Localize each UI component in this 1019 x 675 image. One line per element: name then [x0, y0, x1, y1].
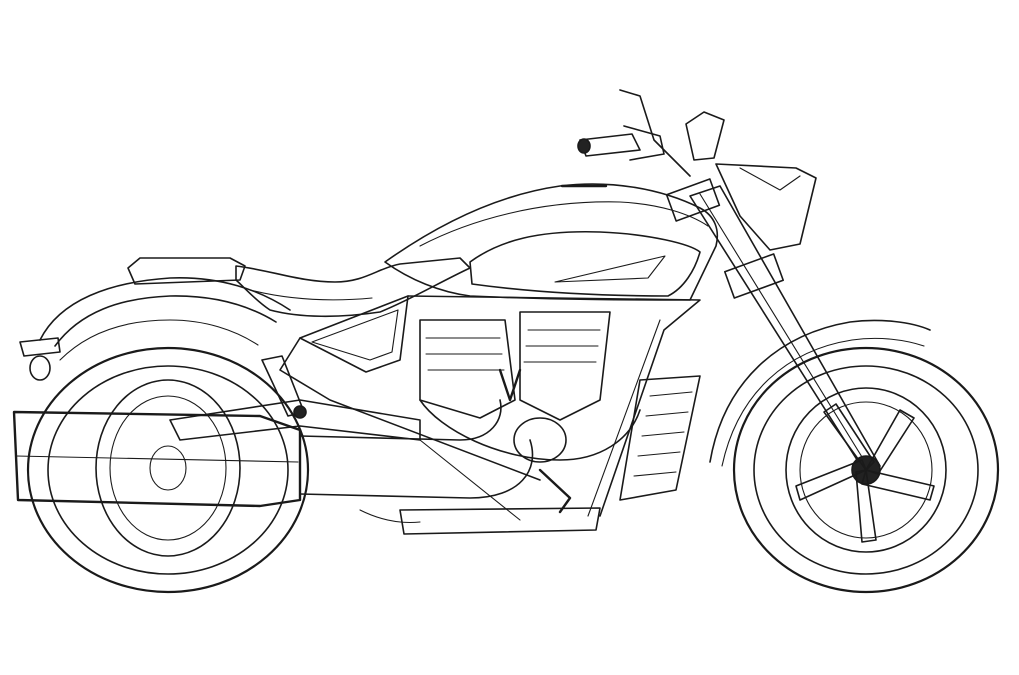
spoke-2: [861, 469, 935, 501]
tank-top: [384, 183, 719, 301]
footrest: [359, 468, 601, 535]
cover: [513, 417, 567, 463]
triple-clamp-upper: [665, 178, 721, 222]
front-fender: [709, 319, 931, 463]
headlight: [715, 163, 817, 251]
front-tire-inner: [753, 365, 979, 575]
muffler: [12, 410, 302, 508]
rear-fender-outer: [39, 277, 291, 341]
rear-fender-inner: [54, 295, 277, 347]
front-tire-outer: [732, 346, 1000, 594]
rear-hub: [149, 445, 187, 491]
pillion-seat: [127, 257, 246, 285]
rear-wheel: [26, 346, 310, 594]
rear-reflector: [29, 355, 51, 381]
swingarm: [169, 355, 421, 441]
exhaust: [12, 399, 534, 521]
rear-cylinder: [419, 319, 516, 419]
front-cockpit: [577, 89, 817, 251]
spoke-4: [795, 459, 867, 501]
front-rim: [785, 387, 947, 553]
spoke-3: [855, 469, 877, 543]
brake-lever: [623, 125, 665, 161]
front-brake-disc: [799, 401, 933, 539]
rear-tire-inner: [47, 365, 289, 575]
rear-brake-disc: [109, 395, 227, 541]
front-fork: [665, 178, 881, 475]
handlebar: [619, 89, 691, 177]
triple-clamp-lower: [723, 253, 785, 299]
engine-guard: [619, 375, 701, 501]
fuel-tank: [384, 183, 719, 301]
v-twin-engine: [419, 311, 641, 463]
floorboard: [399, 507, 601, 535]
front-wheel: [709, 319, 1000, 594]
seat: [127, 257, 471, 318]
tail-light: [19, 337, 61, 357]
crankcase: [419, 399, 641, 461]
rear-fender: [19, 277, 291, 381]
side-cover: [619, 375, 701, 501]
frame-downtube: [299, 295, 409, 373]
header-pipe: [299, 399, 534, 499]
front-cylinder: [519, 311, 611, 421]
spoke-5: [823, 403, 875, 471]
rear-rim: [95, 379, 241, 557]
rear-tire-outer: [26, 346, 310, 594]
tank-side-panel: [469, 230, 701, 297]
frame-main-rail: [407, 295, 701, 517]
gauge: [685, 111, 725, 161]
frame: [279, 295, 701, 517]
